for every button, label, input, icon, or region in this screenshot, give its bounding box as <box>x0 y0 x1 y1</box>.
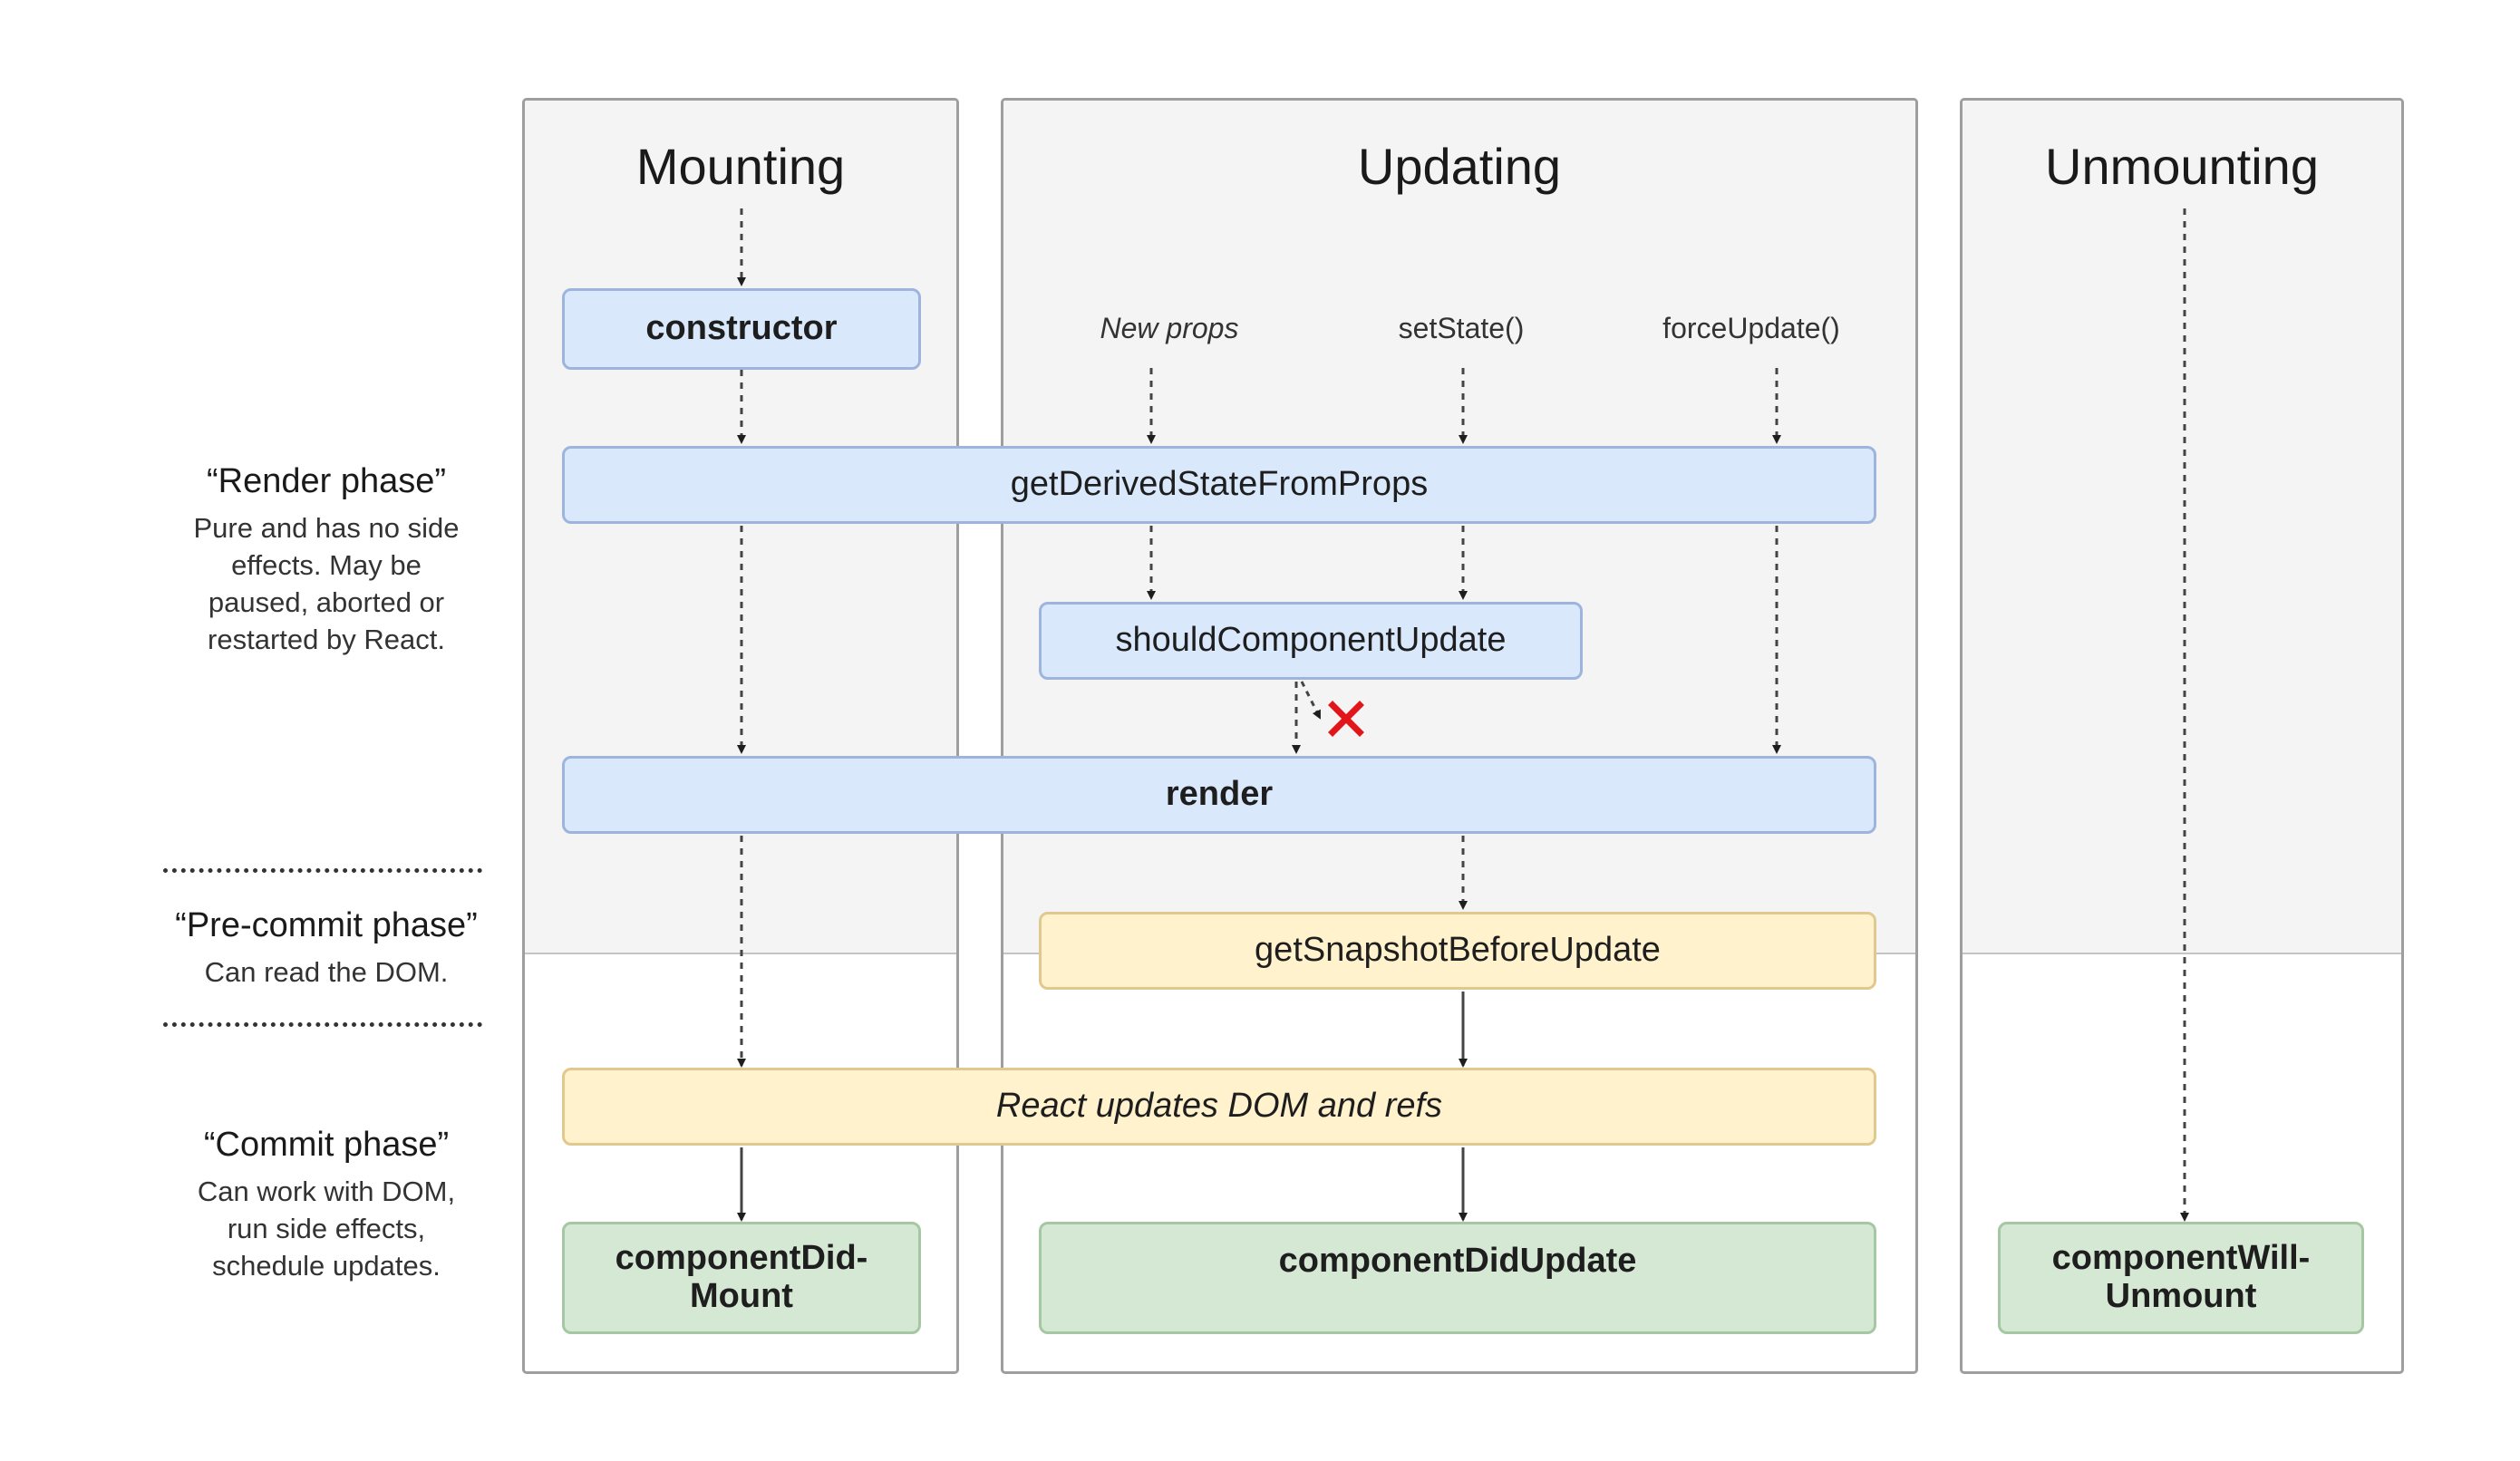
component-did-update-node: componentDidUpdate <box>1039 1222 1876 1334</box>
phase-separator <box>163 868 482 873</box>
unmounting-title: Unmounting <box>2045 138 2319 195</box>
precommit-phase-label: “Pre-commit phase” Can read the DOM. <box>154 906 499 992</box>
component-did-mount-node: componentDid- Mount <box>562 1222 921 1334</box>
render-node: render <box>562 756 1876 834</box>
precommit-phase-title: “Pre-commit phase” <box>175 906 478 944</box>
get-derived-state-from-props-node: getDerivedStateFromProps <box>562 446 1876 524</box>
mounting-title: Mounting <box>635 138 846 195</box>
close-icon <box>1328 701 1364 737</box>
commit-phase-label: “Commit phase” Can work with DOM, run si… <box>154 1126 499 1285</box>
updating-column: Updating <box>1001 98 1918 1374</box>
get-snapshot-before-update-node: getSnapshotBeforeUpdate <box>1039 912 1876 990</box>
component-will-unmount-node: componentWill- Unmount <box>1998 1222 2364 1334</box>
trigger-force-update: forceUpdate() <box>1662 312 1840 344</box>
updating-title: Updating <box>1357 138 1562 195</box>
render-phase-label: “Render phase” Pure and has no side effe… <box>154 462 499 659</box>
constructor-node: constructor <box>562 288 921 370</box>
trigger-set-state: setState() <box>1398 312 1525 344</box>
render-phase-shade <box>1963 101 2401 954</box>
phase-separator <box>163 1022 482 1027</box>
arrow-scu-stop <box>1300 681 1322 720</box>
render-phase-desc: Pure and has no side effects. May be pau… <box>193 512 460 655</box>
render-phase-title: “Render phase” <box>206 462 447 500</box>
commit-phase-desc: Can work with DOM, run side effects, sch… <box>197 1176 456 1282</box>
trigger-new-props: New props <box>1100 312 1239 344</box>
commit-phase-title: “Commit phase” <box>203 1126 450 1164</box>
should-component-update-node: shouldComponentUpdate <box>1039 602 1583 680</box>
unmounting-column: Unmounting <box>1960 98 2404 1374</box>
precommit-phase-desc: Can read the DOM. <box>204 956 449 988</box>
react-updates-dom-node: React updates DOM and refs <box>562 1068 1876 1146</box>
